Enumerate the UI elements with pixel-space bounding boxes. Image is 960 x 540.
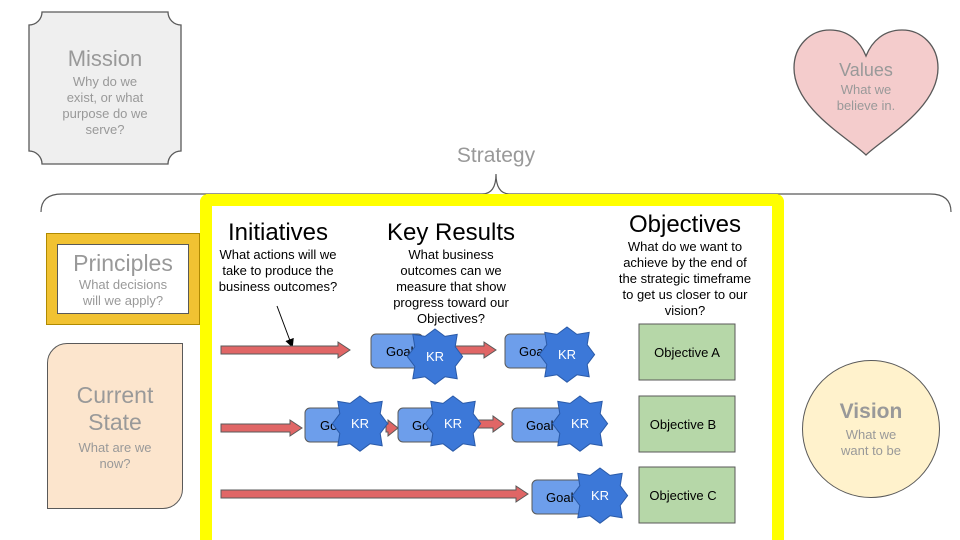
objective-box	[638, 466, 736, 524]
goal-label: Goal	[386, 344, 414, 359]
mission-description: Why do we exist, or what purpose do we s…	[28, 74, 182, 138]
objectives-line: achieve by the end of	[623, 255, 747, 270]
mission-shape	[28, 11, 182, 165]
key-results-line: progress toward our	[393, 295, 509, 310]
values-title: Values	[839, 60, 893, 80]
initiative-arrow	[220, 485, 529, 503]
key-results-description: What business outcomes can we measure th…	[376, 247, 526, 327]
kr-star	[571, 467, 629, 524]
key-results-line: outcomes can we	[400, 263, 502, 278]
kr-label: KR	[444, 416, 462, 431]
kr-to-goal-arrow	[477, 415, 505, 433]
principles-description: What decisions will we apply?	[46, 277, 200, 309]
kr-label: KR	[351, 416, 369, 431]
values-line: What we	[840, 82, 892, 97]
values-heart	[792, 28, 940, 158]
key-results-line: Objectives?	[417, 311, 485, 326]
initiative-arrow	[220, 419, 303, 437]
goal-label: Goal	[526, 418, 554, 433]
principles-line: What decisions	[78, 277, 168, 292]
objective-box	[638, 395, 736, 453]
objectives-line: to get us closer to our	[622, 287, 748, 302]
kr-star	[551, 395, 609, 452]
initiatives-description: What actions will we take to produce the…	[208, 247, 348, 295]
current-state-box	[47, 343, 183, 509]
principles-title: Principles	[73, 250, 173, 276]
vision-title: Vision	[839, 400, 903, 423]
kr-label: KR	[591, 488, 609, 503]
objectives-description: What do we want to achieve by the end of…	[605, 239, 765, 319]
objectives-title: Objectives	[628, 211, 742, 238]
objective-label: Objective B	[650, 417, 716, 432]
current-state-line: What are we	[78, 440, 152, 455]
initiatives-line: What actions will we	[219, 247, 337, 262]
values-line: believe in.	[836, 98, 896, 113]
objective-label: Objective A	[654, 345, 720, 360]
objectives-line: vision?	[664, 303, 706, 318]
initiatives-title: Initiatives	[227, 219, 329, 246]
initiative-arrow	[220, 341, 351, 359]
strategy-brace	[0, 166, 960, 216]
principles-inner	[57, 244, 189, 314]
objective-label: Objective C	[649, 488, 716, 503]
mission-line: purpose do we	[62, 106, 148, 121]
kr-star	[538, 326, 596, 383]
initiatives-line: business outcomes?	[218, 279, 338, 294]
principles-box	[46, 233, 200, 325]
mission-line: exist, or what	[66, 90, 144, 105]
vision-circle	[802, 360, 940, 498]
principles-line: will we apply?	[82, 293, 164, 308]
initiatives-line: take to produce the	[222, 263, 334, 278]
goal-to-goal-arrow	[385, 418, 399, 438]
current-state-title: Current State	[47, 382, 183, 436]
key-results-line: measure that show	[396, 279, 506, 294]
vision-line: What we	[845, 427, 897, 442]
kr-label: KR	[571, 416, 589, 431]
objectives-line: What do we want to	[627, 239, 743, 254]
key-results-line: What business	[408, 247, 494, 262]
mission-line: Why do we	[72, 74, 138, 89]
key-results-title: Key Results	[386, 219, 516, 246]
current-state-description: What are we now?	[47, 440, 183, 472]
vision-line: want to be	[841, 443, 901, 458]
kr-label: KR	[426, 349, 444, 364]
current-state-title-line: Current	[76, 382, 154, 408]
vision-description: What we want to be	[802, 427, 940, 459]
kr-star	[331, 395, 389, 452]
current-state-line: now?	[99, 456, 131, 471]
values-description: What we believe in.	[792, 82, 940, 114]
kr-label: KR	[558, 347, 576, 362]
mission-title: Mission	[67, 46, 143, 71]
objective-box	[638, 323, 736, 381]
mission-line: serve?	[85, 122, 125, 137]
initiatives-pointer	[276, 305, 294, 348]
strategy-label: Strategy	[456, 144, 536, 167]
objectives-line: the strategic timeframe	[618, 271, 752, 286]
kr-star	[424, 395, 482, 452]
kr-star	[406, 328, 464, 385]
current-state-title-line: State	[88, 409, 142, 435]
goal-label: Goal	[546, 490, 574, 505]
